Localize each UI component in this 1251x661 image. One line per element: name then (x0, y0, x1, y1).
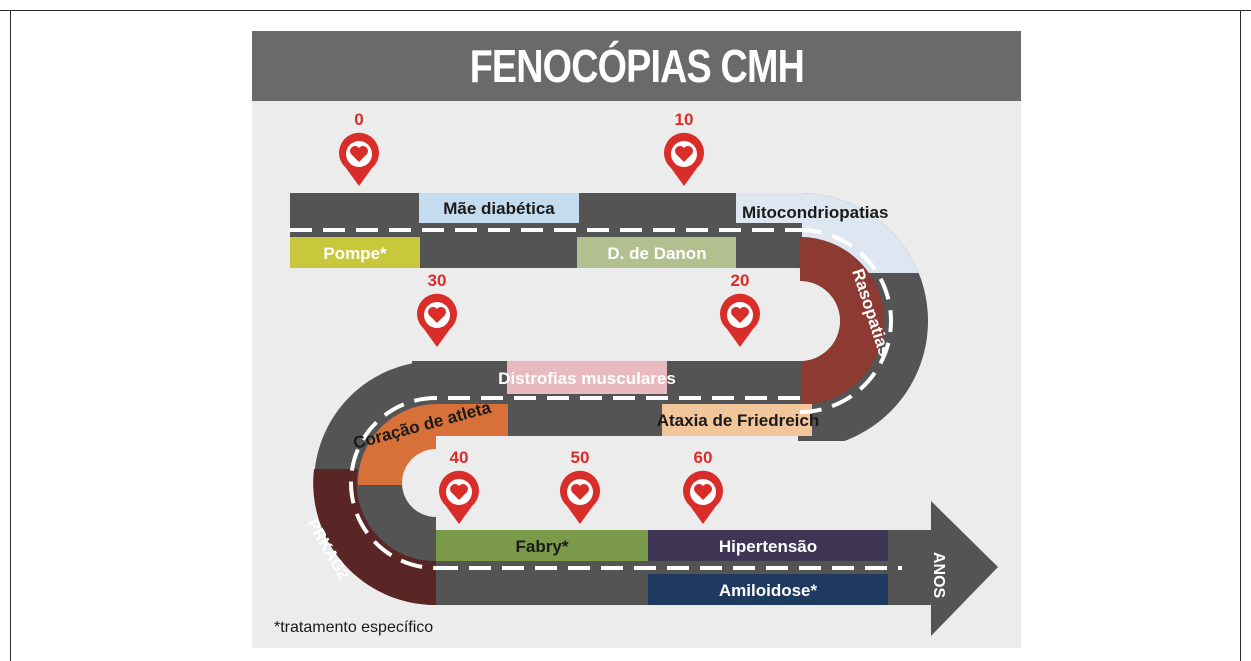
label-amiloidose: Amiloidose* (719, 581, 818, 600)
label-hipertensao: Hipertensão (719, 537, 817, 556)
heart-icon (731, 307, 749, 323)
segment-mitocondriopatias-straight (736, 193, 802, 223)
segment-danon (577, 237, 737, 268)
milestone-label: 30 (428, 271, 447, 290)
frame-top-line (0, 10, 1251, 11)
label-friedreich: Ataxia de Friedreich (657, 411, 820, 430)
milestone-label: 10 (675, 110, 694, 129)
footnote: *tratamento específico (274, 619, 434, 636)
segment-amiloidose (648, 574, 888, 605)
page-title: FENOCÓPIAS CMH (469, 40, 804, 92)
heart-icon (350, 146, 368, 162)
segment-distrofias (507, 361, 667, 394)
arrow-head (931, 501, 998, 636)
heart-icon (428, 307, 446, 323)
label-mitocondriopatias: Mitocondriopatias (742, 203, 888, 222)
label-mae-diabetica: Mãe diabética (443, 199, 555, 218)
segment-pompe (290, 237, 420, 268)
milestone-pin-10: 10 (664, 110, 704, 186)
milestone-pin-30: 30 (417, 271, 457, 347)
label-danon: D. de Danon (607, 244, 706, 263)
milestone-label: 40 (450, 448, 469, 467)
milestone-pin-60: 60 (683, 448, 723, 524)
axis-label-anos: ANOS (930, 552, 947, 599)
heart-icon (571, 484, 589, 500)
segment-hipertensao (648, 530, 888, 561)
heart-icon (694, 484, 712, 500)
milestone-pin-40: 40 (439, 448, 479, 524)
heart-icon (675, 146, 693, 162)
segment-friedreich (662, 404, 812, 436)
frame-left-line (10, 10, 11, 661)
label-distrofias: Distrofias musculares (498, 369, 676, 388)
milestone-label: 20 (731, 271, 750, 290)
label-pompe: Pompe* (323, 244, 387, 263)
title-bar: FENOCÓPIAS CMH (252, 31, 1021, 101)
milestone-pin-20: 20 (720, 271, 760, 347)
road-center-lines (290, 228, 902, 570)
milestone-label: 0 (354, 110, 363, 129)
milestone-pin-0: 0 (339, 110, 379, 186)
segment-prkag2 (313, 469, 436, 606)
milestone-label: 50 (571, 448, 590, 467)
segment-fabry (436, 530, 648, 561)
road-diagram: Mãe diabética Pompe* D. de Danon Mitocon… (290, 110, 998, 636)
segment-mae-diabetica (419, 193, 579, 223)
milestone-label: 60 (694, 448, 713, 467)
infographic-panel: FENOCÓPIAS CMH (252, 31, 1021, 648)
milestone-pin-50: 50 (560, 448, 600, 524)
label-fabry: Fabry* (516, 537, 569, 556)
frame-right-line (1240, 10, 1241, 661)
heart-icon (450, 484, 468, 500)
